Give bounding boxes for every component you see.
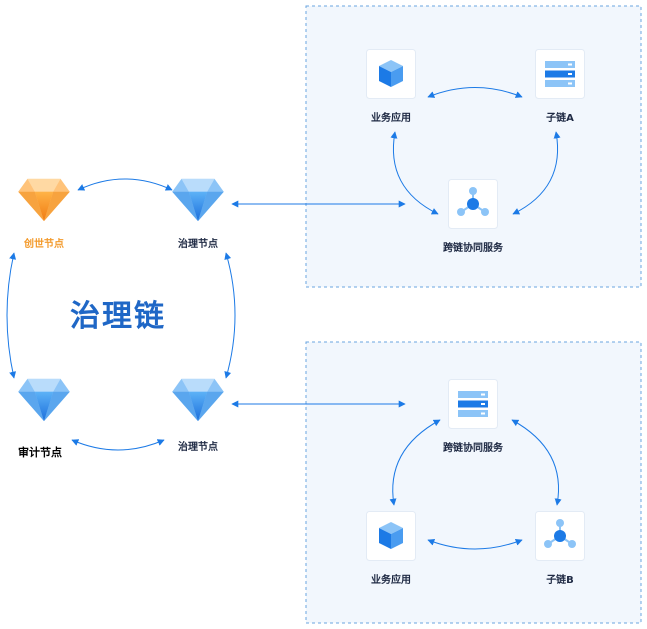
network-hub-icon [448,179,498,229]
diamond-icon [172,178,224,222]
cross-chain-service-b: 跨链协同服务 [443,379,504,454]
audit-node: 审计节点 [18,378,70,459]
diamond-icon [18,378,70,422]
governance-node-top-label: 治理节点 [178,237,218,250]
arrow-app-cross-chain-a [390,131,439,215]
arrow-governance-top-bottom [224,252,236,379]
genesis-node: 创世节点 [18,178,70,250]
cross-chain-service-a-label: 跨链协同服务 [443,241,504,254]
server-stack-icon [448,379,498,429]
server-stack-icon [535,49,585,99]
subchain-b: 子链B [535,511,585,586]
governance-node-top: 治理节点 [172,178,224,250]
cube-icon [366,511,416,561]
business-app-a-label: 业务应用 [371,111,411,124]
subchain-b-arrows [389,419,562,550]
subchain-a-label: 子链A [546,111,574,124]
subchain-a-panel [305,5,642,288]
arrow-app-subchain-a [427,87,523,98]
network-hub-icon [535,511,585,561]
arrow-subchain-a-cross-chain [512,131,561,215]
arrow-audit-governance-bottom [71,439,165,451]
business-app-a: 业务应用 [366,49,416,124]
business-app-b: 业务应用 [366,511,416,586]
arrow-cross-chain-b-app [389,419,441,506]
governance-node-bottom: 治理节点 [172,378,224,453]
arrow-app-b-subchain-b [427,538,523,550]
arrow-genesis-governance-top [77,178,173,191]
cross-chain-service-a: 跨链协同服务 [443,179,504,254]
arrow-genesis-audit [6,252,17,379]
audit-node-label: 审计节点 [18,445,62,459]
diamond-icon [18,178,70,222]
governance-node-bottom-label: 治理节点 [178,440,218,453]
cube-icon [366,49,416,99]
governance-ring [6,178,236,451]
arrow-cross-chain-b-subchain [511,419,562,506]
cross-chain-service-b-label: 跨链协同服务 [443,441,504,454]
diamond-icon [172,378,224,422]
business-app-b-label: 业务应用 [371,573,411,586]
subchain-a-arrows [390,87,561,215]
subchain-b-label: 子链B [546,573,574,586]
governance-chain-title: 治理链 [70,299,166,334]
genesis-node-label: 创世节点 [23,237,64,250]
subchain-a: 子链A [535,49,585,124]
